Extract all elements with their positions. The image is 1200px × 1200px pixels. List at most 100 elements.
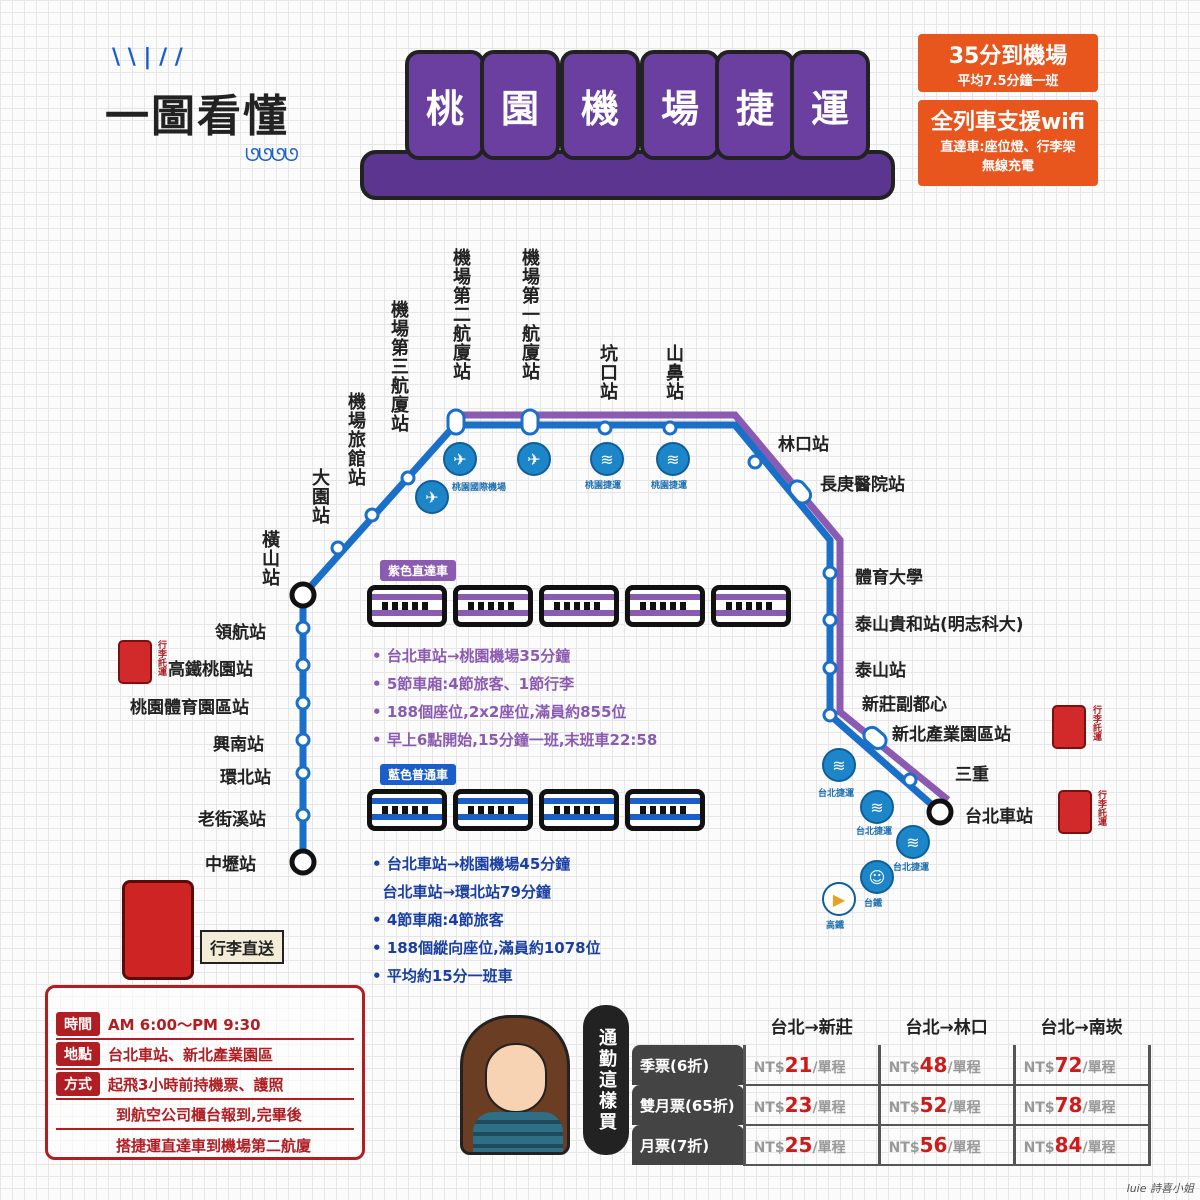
info-big: 35分到機場 — [948, 44, 1068, 69]
info-box-wifi: 全列車支援wifi 直達車:座位燈、行李架 無線充電 — [918, 100, 1098, 186]
fare-header: 台北→新莊 — [770, 1017, 853, 1038]
suitcase-icon — [1052, 705, 1086, 749]
title-char: 園 — [480, 50, 560, 160]
express-facts: • 台北車站→桃園機場35分鐘 • 5節車廂:4節旅客、1節行李 • 188個座… — [372, 642, 657, 754]
baggage-label: 行李託運 — [156, 640, 166, 676]
station-label: 三重 — [955, 765, 989, 785]
train-car — [367, 789, 447, 831]
terminal-zhongli — [289, 848, 317, 876]
icon-label: 桃園國際機場 — [452, 483, 507, 493]
station-dot — [295, 657, 311, 673]
fact: • 5節車廂:4節旅客、1節行李 — [372, 675, 575, 693]
baggage-label: 行李託運 — [1091, 705, 1101, 741]
station-dot — [330, 540, 346, 556]
fare-header: 台北→南崁 — [1040, 1017, 1123, 1038]
info-small: 直達車:座位燈、行李架 — [940, 140, 1076, 155]
station-label: 林口站 — [778, 435, 829, 455]
station-label: 領航站 — [215, 623, 266, 643]
airplane-icon: ✈ — [415, 480, 449, 514]
station-dot — [295, 765, 311, 781]
station-dot — [364, 507, 380, 523]
station-label: 台北車站 — [965, 807, 1033, 827]
station-dot — [822, 612, 838, 628]
train-face-icon: ☺ — [860, 860, 894, 894]
baggage-tag: 行李直送 — [200, 930, 285, 964]
station-label: 環北站 — [220, 768, 271, 788]
info-row: 方式起飛3小時前持機票、護照 — [56, 1070, 354, 1100]
metro-logo-icon: ≋ — [656, 442, 690, 476]
logo-rays-icon: \ \ | / / — [112, 45, 183, 70]
info-box-35min: 35分到機場 平均7.5分鐘一班 — [918, 34, 1098, 92]
title-char: 運 — [790, 50, 870, 160]
commuter-tag: 藍色普通車 — [380, 764, 457, 785]
icon-label: 桃園捷運 — [651, 481, 688, 491]
title-char: 機 — [560, 50, 640, 160]
train-car — [625, 585, 705, 627]
station-label: 新北產業園區站 — [892, 725, 1011, 745]
train-car — [711, 585, 791, 627]
station-dot — [747, 454, 763, 470]
station-dot — [295, 807, 311, 823]
icon-label: 台北捷運 — [893, 863, 930, 873]
baggage-label: 行李託運 — [1096, 790, 1106, 826]
title-char: 桃 — [405, 50, 485, 160]
info-row: 地點台北車站、新北產業園區 — [56, 1040, 354, 1070]
station-dot — [295, 732, 311, 748]
express-stop — [446, 408, 466, 436]
express-stop — [862, 725, 888, 751]
station-label: 老街溪站 — [198, 810, 266, 830]
airplane-icon: ✈ — [517, 442, 551, 476]
info-big: 全列車支援wifi — [930, 110, 1086, 135]
terminal-taipei — [926, 798, 954, 826]
terminal-hengshan — [289, 581, 317, 609]
icon-label: 台北捷運 — [818, 789, 855, 799]
train-car — [539, 585, 619, 627]
station-label: 山鼻站 — [663, 344, 684, 401]
commuter-facts: • 台北車站→桃園機場45分鐘 台北車站→環北站79分鐘 • 4節車廂:4節旅客… — [372, 850, 601, 990]
station-label: 機場第一航廈站 — [519, 248, 540, 381]
logo-title: 一圖看懂 — [105, 91, 289, 142]
station-label: 中壢站 — [205, 855, 256, 875]
station-label: 大園站 — [309, 468, 330, 525]
table-row: 季票(6折) NT$21/單程 NT$48/單程 NT$72/單程 — [632, 1045, 1151, 1086]
icon-label: 台鐵 — [864, 899, 883, 909]
fact: • 188個縱向座位,滿員約1078位 — [372, 939, 601, 957]
speech-bubble: 通勤這樣買 — [583, 1005, 629, 1155]
seats-title-illustration: 桃 園 機 場 捷 運 — [360, 50, 895, 200]
station-label: 泰山貴和站(明志科大) — [855, 615, 1024, 635]
logo-wave-icon: ᘎᘎᘎᘎ — [245, 145, 299, 166]
station-label: 興南站 — [213, 735, 264, 755]
express-stop — [787, 479, 813, 505]
metro-logo-icon: ≋ — [822, 748, 856, 782]
fare-table: 台北→新莊台北→林口台北→南崁 季票(6折) NT$21/單程 NT$48/單程… — [632, 1005, 1151, 1166]
station-dot — [295, 620, 311, 636]
station-label: 長庚醫院站 — [820, 475, 905, 495]
station-label: 橫山站 — [259, 530, 280, 587]
table-row: 月票(7折) NT$25/單程 NT$56/單程 NT$84/單程 — [632, 1125, 1151, 1166]
fact: 台北車站→環北站79分鐘 — [382, 883, 551, 901]
fact: • 早上6點開始,15分鐘一班,末班車22:58 — [372, 731, 658, 749]
station-label: 體育大學 — [855, 568, 923, 588]
express-tag: 紫色直達車 — [380, 560, 457, 581]
fact: • 台北車站→桃園機場35分鐘 — [372, 647, 571, 665]
station-label: 機場第二航廈站 — [450, 248, 471, 381]
station-label: 坑口站 — [597, 344, 618, 401]
train-car — [625, 789, 705, 831]
table-row: 雙月票(65折) NT$23/單程 NT$52/單程 NT$78/單程 — [632, 1085, 1151, 1126]
suitcase-icon — [1058, 790, 1092, 834]
info-small: 無線充電 — [981, 159, 1034, 174]
station-dot — [400, 470, 416, 486]
station-label: 桃園體育園區站 — [130, 698, 249, 718]
station-dot — [822, 565, 838, 581]
station-dot — [902, 772, 918, 788]
metro-logo-icon: ≋ — [590, 442, 624, 476]
fact: • 台北車站→桃園機場45分鐘 — [372, 855, 571, 873]
airplane-icon: ✈ — [443, 442, 477, 476]
station-label: 機場旅館站 — [345, 392, 366, 487]
station-dot — [822, 660, 838, 676]
station-label: 高鐵桃園站 — [168, 660, 253, 680]
icon-label: 高鐵 — [826, 921, 845, 931]
